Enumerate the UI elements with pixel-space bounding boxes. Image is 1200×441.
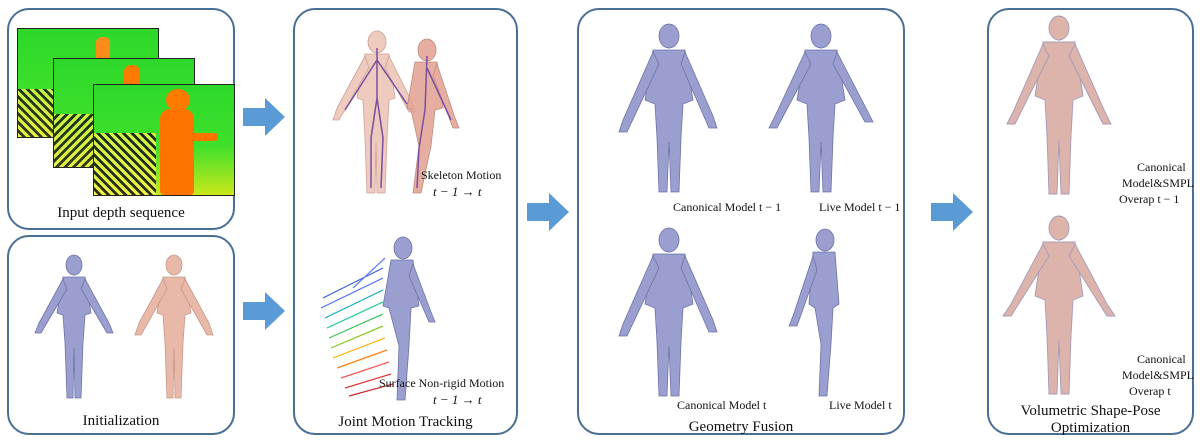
live-model-prev — [759, 20, 879, 200]
fusion-caption: Geometry Fusion — [579, 419, 903, 436]
overlap-figure-cur — [999, 212, 1119, 402]
surface-motion-math: t − 1 → t — [433, 392, 482, 408]
overlap-prev-label-2: Model&SMPL — [1122, 176, 1194, 191]
arrow-right-icon — [243, 292, 285, 330]
live-model-cur — [779, 224, 869, 404]
initialization-panel: Initialization — [7, 235, 235, 435]
canonical-model-cur — [609, 224, 729, 404]
skeleton-motion-math: t − 1 → t — [433, 184, 482, 200]
input-caption: Input depth sequence — [9, 205, 233, 222]
overlap-cur-label-3: Overap t — [1129, 384, 1171, 399]
optimization-caption-line2: Optimization — [989, 420, 1192, 437]
skeleton-motion-label: Skeleton Motion — [421, 168, 501, 183]
mesh-figure-init — [29, 253, 119, 403]
overlap-figure-prev — [999, 12, 1119, 202]
tracking-caption: Joint Motion Tracking — [295, 414, 516, 431]
live-prev-label: Live Model t − 1 — [819, 200, 900, 215]
live-cur-label: Live Model t — [829, 398, 892, 413]
depth-frame-3 — [93, 84, 235, 196]
canonical-model-prev — [609, 20, 729, 200]
shape-pose-optimization-panel: Canonical Model&SMPL Overap t − 1 Canoni… — [987, 8, 1194, 435]
arrow-right-icon — [527, 193, 569, 231]
overlap-cur-label-2: Model&SMPL — [1122, 368, 1194, 383]
smpl-figure-init — [129, 253, 219, 403]
canonical-prev-label: Canonical Model t − 1 — [673, 200, 781, 215]
overlap-cur-label-1: Canonical — [1137, 352, 1186, 367]
arrow-right-icon — [243, 98, 285, 136]
overlap-prev-label-1: Canonical — [1137, 160, 1186, 175]
init-caption: Initialization — [9, 413, 233, 430]
geometry-fusion-panel: Canonical Model t − 1 Live Model t − 1 C… — [577, 8, 905, 435]
surface-motion-label: Surface Non-rigid Motion — [379, 376, 504, 391]
canonical-cur-label: Canonical Model t — [677, 398, 766, 413]
optimization-caption-line1: Volumetric Shape-Pose — [989, 403, 1192, 420]
overlap-prev-label-3: Overap t − 1 — [1119, 192, 1179, 207]
arrow-right-icon — [931, 193, 973, 231]
joint-motion-tracking-panel: Skeleton Motion t − 1 → t Surface Non-ri… — [293, 8, 518, 435]
input-depth-panel: Input depth sequence — [7, 8, 235, 230]
